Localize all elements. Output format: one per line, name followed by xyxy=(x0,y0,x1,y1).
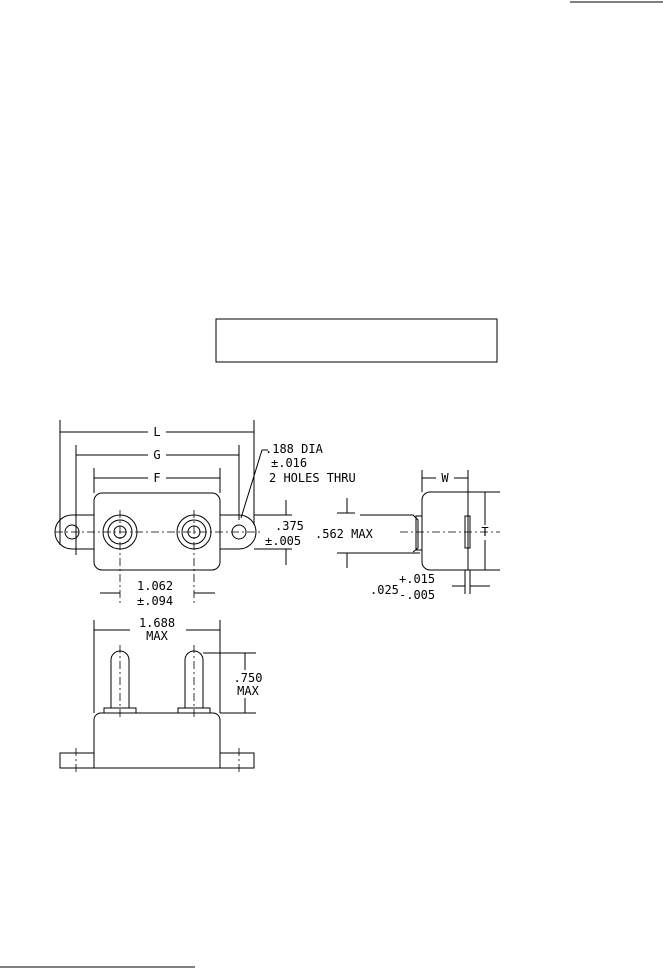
top-view: L G F 1.062 ±.094 .188 DIA ±.016 2 HOLES… xyxy=(54,420,356,608)
hole-tol-label: ±.016 xyxy=(271,456,307,470)
ear-width-value: .375 xyxy=(275,519,304,533)
dim-L-label: L xyxy=(153,425,160,439)
lead-height-label: .562 MAX xyxy=(315,527,374,541)
hole-count-label: 2 HOLES THRU xyxy=(269,471,356,485)
ear-spacing-tol: ±.094 xyxy=(137,594,173,608)
dim-G-label: G xyxy=(153,448,160,462)
dim-T-label: T xyxy=(481,525,488,539)
dim-F-label: F xyxy=(153,471,160,485)
tab-thickness-value: .025 xyxy=(370,583,399,597)
width-max: MAX xyxy=(146,629,168,643)
title-box xyxy=(215,318,498,363)
front-view: 1.688 MAX .750 MAX xyxy=(59,616,263,775)
hole-dia-label: .188 DIA xyxy=(265,442,324,456)
pin-height-max: MAX xyxy=(237,684,259,698)
tab-tol-minus: -.005 xyxy=(399,588,435,602)
pin-height-value: .750 xyxy=(234,671,263,685)
tab-tol-plus: +.015 xyxy=(399,572,435,586)
dim-W-label: W xyxy=(441,471,449,485)
side-view: .562 MAX W T .025 +.015 -.005 xyxy=(315,470,500,602)
ear-spacing-value: 1.062 xyxy=(137,579,173,593)
width-value: 1.688 xyxy=(139,616,175,630)
ear-width-tol: ±.005 xyxy=(265,534,301,548)
